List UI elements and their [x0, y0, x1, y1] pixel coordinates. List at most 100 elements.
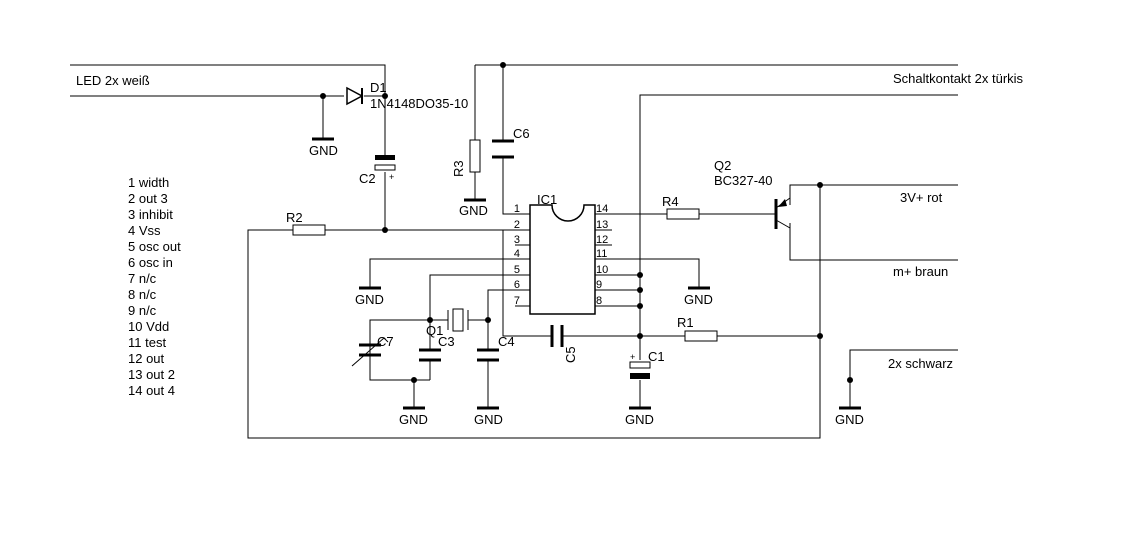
label-c1: C1	[648, 349, 665, 364]
junctions	[320, 62, 853, 383]
ic-pin-number: 14	[596, 203, 608, 215]
pin-legend-item: 8 n/c	[128, 287, 157, 302]
pin-legend-item: 6 osc in	[128, 255, 173, 270]
pin-legend-item: 7 n/c	[128, 271, 157, 286]
gnd-label: GND	[355, 292, 384, 307]
diode-d1	[346, 86, 364, 106]
ic-pin-number: 12	[596, 234, 608, 246]
wires	[70, 64, 958, 439]
gnd-label: GND	[684, 292, 713, 307]
wire-r2-loop	[247, 185, 821, 439]
gnd-label: GND	[625, 412, 654, 427]
label-d1-ref: D1	[370, 80, 387, 95]
wire-schwarz	[849, 349, 958, 408]
net-label-schaltkontakt: Schaltkontakt 2x türkis	[893, 71, 1024, 86]
ic-pin-number: 6	[514, 279, 520, 291]
ic1-body	[529, 204, 596, 315]
junction-dot	[847, 377, 853, 383]
gnd-label: GND	[399, 412, 428, 427]
label-r1: R1	[677, 315, 694, 330]
resistor-r4	[666, 208, 700, 220]
label-d1-value: 1N4148DO35-10	[370, 96, 468, 111]
label-ic1: IC1	[537, 192, 557, 207]
pin-legend-item: 13 out 2	[128, 367, 175, 382]
ic-pin-number: 9	[596, 279, 602, 291]
pin-legend-item: 3 inhibit	[128, 207, 173, 222]
wire-pin4-gnd	[369, 258, 530, 288]
resistor-r3	[469, 139, 481, 173]
wire-led-rail-top	[70, 64, 386, 96]
ic-pin-number: 8	[596, 295, 602, 307]
junction-dot	[485, 317, 491, 323]
net-label-led: LED 2x weiß	[76, 73, 150, 88]
pin-legend-item: 2 out 3	[128, 191, 168, 206]
svg-text:+: +	[389, 172, 394, 182]
wire-pin5	[429, 274, 530, 320]
label-c7: C7	[377, 334, 394, 349]
pin-legend-item: 12 out	[128, 351, 165, 366]
label-r3: R3	[451, 160, 466, 177]
transistor-q2	[774, 197, 791, 229]
label-c2: C2	[359, 171, 376, 186]
junction-dot	[637, 303, 643, 309]
wire-vdd-rail	[639, 94, 958, 336]
resistor-r2	[292, 224, 326, 236]
gnd-labels: GND GND GND GND GND GND GND GND	[309, 143, 864, 427]
label-c6: C6	[513, 126, 530, 141]
pin-legend-item: 14 out 4	[128, 383, 175, 398]
pin-legend-item: 9 n/c	[128, 303, 157, 318]
label-q1: Q1	[426, 323, 443, 338]
net-label-3v-rot: 3V+ rot	[900, 190, 943, 205]
capacitor-c4	[477, 348, 499, 362]
junction-dot	[817, 182, 823, 188]
junction-dot	[320, 93, 326, 99]
junction-dot	[427, 317, 433, 323]
junction-dot	[382, 227, 388, 233]
gnd-label: GND	[474, 412, 503, 427]
ic-pin-number: 4	[514, 248, 520, 260]
crystal-q1	[447, 308, 469, 332]
gnd-label: GND	[835, 412, 864, 427]
label-c4: C4	[498, 334, 515, 349]
ic1-pin-numbers: 1 2 3 4 5 6 7 14 13 12 11 10 9 8	[514, 203, 608, 307]
junction-dot	[411, 377, 417, 383]
net-label-m-braun: m+ braun	[893, 264, 948, 279]
label-c5: C5	[563, 346, 578, 363]
capacitor-c3	[419, 348, 441, 362]
label-q2-value: BC327-40	[714, 173, 773, 188]
wire-pin6	[487, 289, 530, 320]
net-labels: LED 2x weiß Schaltkontakt 2x türkis 3V+ …	[76, 71, 1024, 371]
pin-legend-item: 1 width	[128, 175, 169, 190]
pin-legend: 1 width 2 out 3 3 inhibit 4 Vss 5 osc ou…	[128, 175, 181, 398]
wire-q2-collector	[789, 223, 958, 261]
pin-legend-item: 5 osc out	[128, 239, 181, 254]
wire-pin11-gnd	[595, 258, 700, 288]
gnd-label: GND	[459, 203, 488, 218]
label-r4: R4	[662, 194, 679, 209]
ic-pin-number: 5	[514, 264, 520, 276]
component-labels: D1 1N4148DO35-10 C2 C6 R3 R2 R4 R1 Q2 BC…	[286, 80, 773, 364]
capacitor-c6	[492, 139, 514, 159]
junction-dot	[637, 272, 643, 278]
junction-dot	[817, 333, 823, 339]
ic1-pin-stubs	[515, 213, 612, 307]
junction-dot	[382, 93, 388, 99]
resistor-r1	[684, 330, 718, 342]
ic-pin-number: 1	[514, 203, 520, 215]
ic-pin-number: 11	[596, 248, 607, 260]
label-q2-ref: Q2	[714, 158, 731, 173]
junction-dot	[637, 287, 643, 293]
junction-dot	[637, 333, 643, 339]
junction-dot	[500, 62, 506, 68]
pin-legend-item: 4 Vss	[128, 223, 161, 238]
capacitor-c2: +	[374, 155, 396, 182]
label-r2: R2	[286, 210, 303, 225]
svg-text:+: +	[630, 352, 635, 362]
ic-pin-number: 3	[514, 234, 520, 246]
pin-legend-item: 11 test	[128, 335, 166, 350]
ic-pin-number: 7	[514, 295, 520, 307]
ic-pin-number: 10	[596, 264, 608, 276]
net-label-schwarz: 2x schwarz	[888, 356, 953, 371]
